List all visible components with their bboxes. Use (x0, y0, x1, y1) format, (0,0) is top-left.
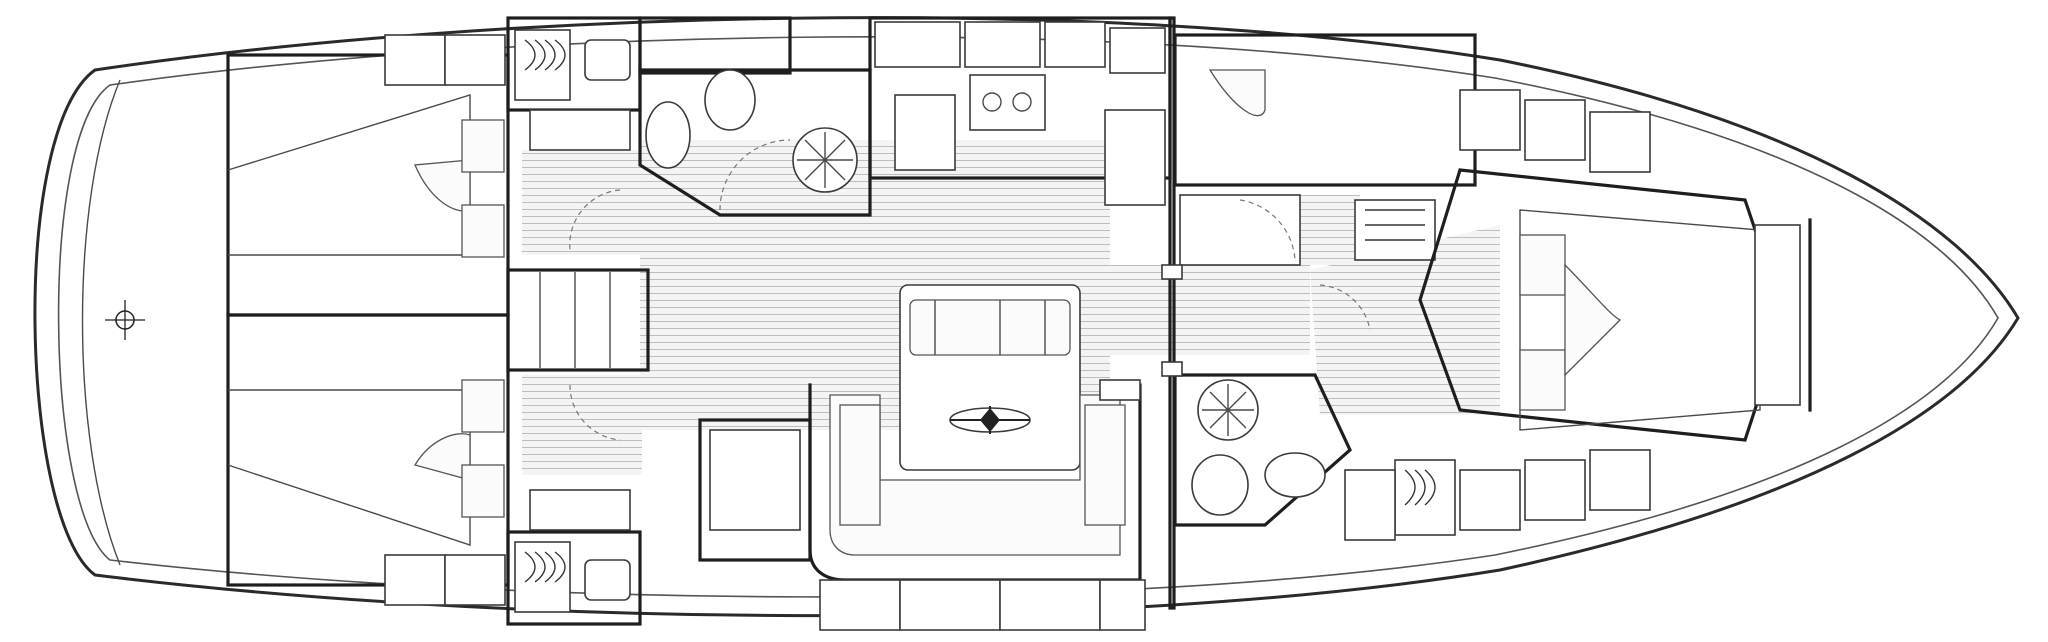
shower-drain (1197, 379, 1259, 441)
shower-drain (792, 127, 858, 193)
saloon-locker (899, 579, 1001, 631)
galley-cupboard (964, 21, 1041, 68)
forward-shelf (1179, 194, 1301, 266)
galley-cupboard (1109, 27, 1166, 74)
aft-berth-shelf (529, 109, 631, 151)
aft-head-vent-port (514, 29, 571, 101)
saloon-floor-fwd (1100, 265, 1310, 355)
port-wet-locker (638, 16, 792, 75)
toilet (1191, 454, 1249, 516)
fridge (1104, 109, 1166, 206)
aft-head-toilet-port (584, 39, 631, 81)
forward-cabin-locker (1524, 459, 1586, 521)
settee-back-cushion (839, 404, 881, 526)
companionway-steps (506, 268, 650, 372)
locker (444, 34, 506, 86)
pillow (1519, 234, 1566, 296)
aft-berth-shelf (529, 489, 631, 531)
saloon-locker (999, 579, 1101, 631)
forward-vent (1394, 459, 1456, 536)
locker (444, 554, 506, 606)
locker (384, 554, 446, 606)
forward-cabin-locker (1459, 469, 1521, 531)
settee-back-cushion (1084, 404, 1126, 526)
forward-vent-slats (1365, 209, 1425, 241)
saloon-locker (1099, 579, 1146, 631)
pillow (461, 379, 505, 433)
forward-cabin-locker (1459, 89, 1521, 151)
forward-cabin-floor (1310, 225, 1500, 415)
galley-cupboard (1044, 21, 1106, 68)
mid-bulkhead (1168, 16, 1176, 610)
door-arc (569, 189, 621, 251)
galley-sink (894, 94, 956, 171)
galley-cupboard (874, 21, 961, 68)
forward-cabin-locker (1524, 99, 1586, 161)
aft-corridor-floor-stbd (522, 375, 642, 475)
pillow (461, 119, 505, 173)
aft-corridor-floor-port (522, 150, 642, 255)
toilet (704, 69, 756, 131)
helm-cross (105, 300, 145, 340)
door-arc (1239, 199, 1296, 261)
pillow (1519, 349, 1566, 411)
saloon-locker (819, 579, 901, 631)
v-berth-duvet (1564, 263, 1622, 377)
aft-head-starboard (506, 530, 642, 626)
chain-locker (1754, 224, 1801, 406)
aft-bunk-stbd-duvet (414, 433, 471, 481)
forward-cabin-locker (1589, 111, 1651, 173)
nav-station (698, 418, 812, 562)
pillow (461, 464, 505, 518)
mast-step (1161, 264, 1183, 280)
aft-cabin-starboard (226, 313, 510, 587)
door-arc (1319, 284, 1371, 331)
forward-cabin (1418, 168, 1787, 442)
aft-head-vent-starboard (514, 541, 571, 613)
saloon-settee-cushion (829, 394, 1121, 556)
washbasin (645, 101, 691, 169)
door-arc (569, 384, 621, 441)
nav-seat (709, 429, 801, 531)
compass-rose (949, 406, 1031, 434)
pillow (461, 204, 505, 258)
port-head (638, 68, 872, 217)
door-arc (719, 139, 791, 211)
forward-head-toilet-box (1344, 469, 1396, 541)
cooktop (969, 74, 1046, 131)
aft-head-toilet-starboard (584, 559, 631, 601)
washbasin (1264, 452, 1326, 498)
mast-step (1161, 361, 1183, 377)
locker (384, 34, 446, 86)
saloon-table (899, 284, 1081, 471)
forward-hanging-locker (1208, 69, 1266, 117)
transom-line (81, 79, 121, 566)
forward-vent (1354, 199, 1436, 261)
forward-cabin-locker (1589, 449, 1651, 511)
instrument-panel (1099, 379, 1141, 401)
